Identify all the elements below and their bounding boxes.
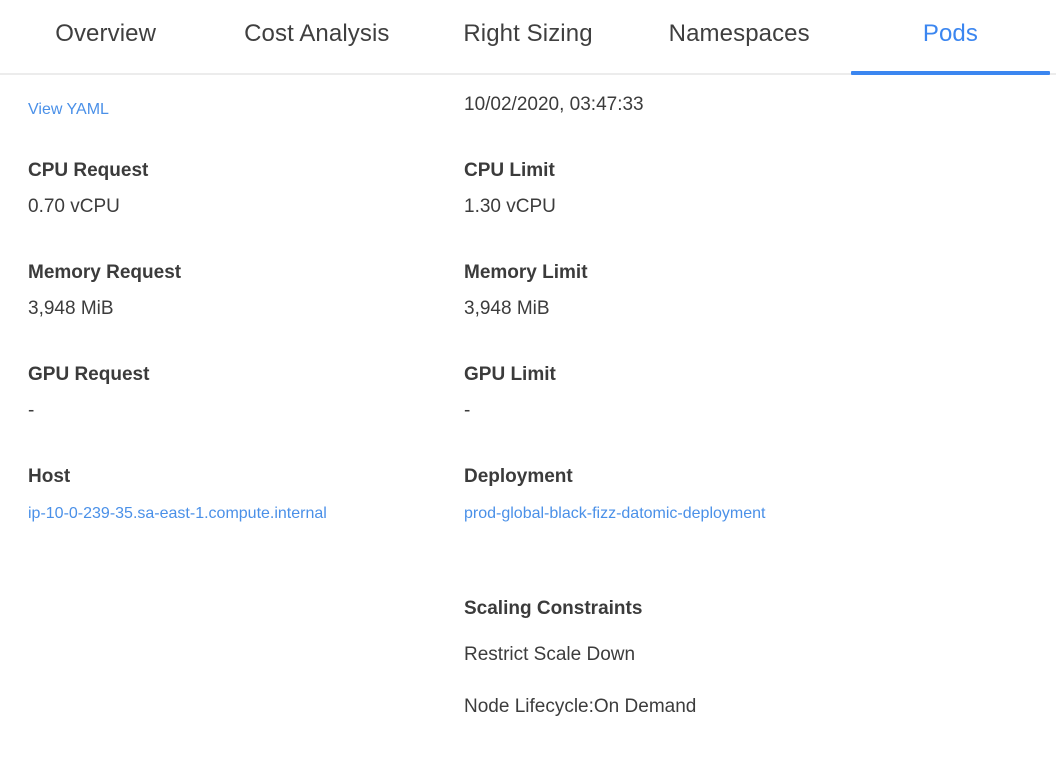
tab-cost-analysis[interactable]: Cost Analysis	[211, 0, 422, 73]
scaling-constraints-label: Scaling Constraints	[464, 598, 643, 619]
tab-active-underline	[850, 71, 1051, 75]
timestamp-value: 10/02/2020, 03:47:33	[464, 94, 644, 115]
tab-namespaces-label: Namespaces	[668, 20, 810, 47]
host-label: Host	[28, 466, 71, 487]
cpu-limit-value: 1.30 vCPU	[464, 196, 556, 217]
tab-right-sizing[interactable]: Right Sizing	[422, 0, 633, 73]
field-cpu-request: CPU Request 0.70 vCPU	[28, 159, 428, 223]
field-cpu-limit: CPU Limit 1.30 vCPU	[464, 159, 864, 223]
tab-overview[interactable]: Overview	[0, 0, 211, 73]
field-gpu-limit: GPU Limit -	[464, 363, 864, 427]
gpu-limit-value: -	[464, 400, 471, 421]
tab-overview-label: Overview	[55, 20, 157, 47]
deployment-label: Deployment	[464, 466, 573, 487]
tab-cost-analysis-label: Cost Analysis	[244, 20, 390, 47]
tab-bar: Overview Cost Analysis Right Sizing Name…	[0, 0, 1056, 75]
field-memory-limit: Memory Limit 3,948 MiB	[464, 261, 864, 325]
memory-request-value: 3,948 MiB	[28, 298, 114, 319]
field-timestamp: 10/02/2020, 03:47:33	[464, 93, 864, 117]
cpu-limit-label: CPU Limit	[464, 160, 555, 181]
tab-pods-label: Pods	[922, 20, 978, 47]
memory-request-label: Memory Request	[28, 262, 182, 283]
field-deployment: Deployment prod-global-black-fizz-datomi…	[464, 465, 864, 530]
gpu-request-value: -	[28, 400, 35, 421]
field-memory-request: Memory Request 3,948 MiB	[28, 261, 428, 325]
memory-limit-value: 3,948 MiB	[464, 298, 550, 319]
scaling-constraint-item: Restrict Scale Down	[464, 644, 636, 665]
field-view-yaml: View YAML	[28, 93, 428, 126]
memory-limit-label: Memory Limit	[464, 262, 588, 283]
gpu-limit-label: GPU Limit	[464, 364, 556, 385]
gpu-request-label: GPU Request	[28, 364, 150, 385]
tab-right-sizing-label: Right Sizing	[463, 20, 593, 47]
host-link[interactable]: ip-10-0-239-35.sa-east-1.compute.interna…	[28, 505, 327, 522]
deployment-link[interactable]: prod-global-black-fizz-datomic-deploymen…	[464, 505, 766, 522]
tab-namespaces[interactable]: Namespaces	[634, 0, 845, 73]
cpu-request-label: CPU Request	[28, 160, 149, 181]
tab-pods[interactable]: Pods	[845, 0, 1056, 75]
field-gpu-request: GPU Request -	[28, 363, 428, 427]
cpu-request-value: 0.70 vCPU	[28, 196, 120, 217]
scaling-constraint-item: Node Lifecycle:On Demand	[464, 696, 697, 717]
field-host: Host ip-10-0-239-35.sa-east-1.compute.in…	[28, 465, 428, 530]
field-scaling-constraints: Scaling Constraints Restrict Scale Down …	[464, 597, 864, 723]
view-yaml-link[interactable]: View YAML	[28, 101, 109, 118]
